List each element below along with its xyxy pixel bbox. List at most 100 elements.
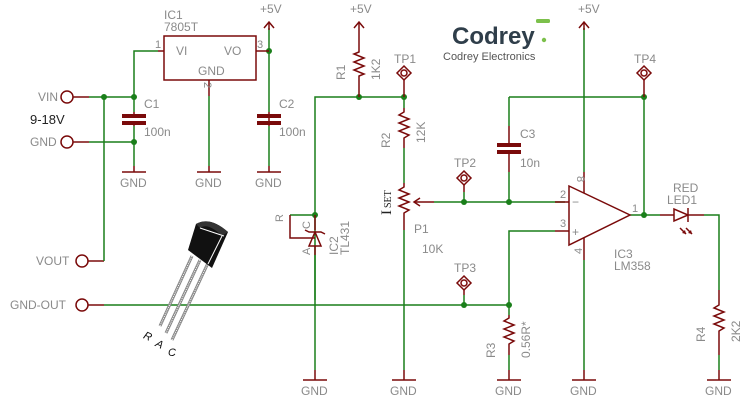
ic2-name: IC2: [327, 236, 341, 255]
junctions: [101, 48, 647, 308]
c3-value: 10n: [520, 156, 540, 170]
gnd-symbol: GND: [495, 370, 522, 398]
gnd-symbol: GND: [705, 370, 732, 398]
logo-tagline: Codrey Electronics: [443, 51, 536, 63]
c2-name: C2: [279, 97, 295, 111]
junction-dot: [506, 199, 512, 205]
r3-value: 0.56R*: [519, 321, 533, 358]
supply-5v-1: +5V: [260, 2, 282, 30]
ic1-pin3: 3: [257, 39, 263, 51]
gnd-label: GND: [301, 384, 328, 398]
supply-label: +5V: [578, 2, 600, 16]
gnd-terminal-icon: [60, 135, 74, 149]
gnd-label: GND: [390, 384, 417, 398]
ic1-pin1: 1: [155, 39, 161, 51]
junction-dot: [131, 94, 137, 100]
testpoint-tp2: TP2: [454, 156, 476, 192]
gnd-label: GND: [495, 384, 522, 398]
ic1-pin-vo: VO: [224, 44, 241, 58]
c1-value: 100n: [144, 125, 171, 139]
led1-name: LED1: [667, 193, 697, 207]
to92-pin-c: C: [168, 347, 176, 359]
junction-dot: [461, 199, 467, 205]
resistor-r4: R4 2K2: [694, 290, 743, 355]
to92-leads-icon: [158, 255, 210, 341]
capacitor-c1: C1 100n: [122, 97, 171, 139]
wire: [704, 214, 720, 290]
tp3-label: TP3: [454, 261, 476, 275]
gnd-out-label: GND-OUT: [10, 298, 67, 312]
ic3-minus: −: [572, 195, 579, 209]
testpoint-icon: [395, 64, 413, 82]
to92-body-icon: [188, 221, 228, 268]
gnd-symbol: GND: [195, 166, 222, 190]
gnd-label: GND: [570, 384, 597, 398]
ic3-opamp: 2 3 1 8 4 − + IC3 LM358: [555, 172, 651, 273]
tp1-label: TP1: [394, 52, 416, 66]
c3-name: C3: [520, 127, 536, 141]
ic1-regulator: IC1 7805T 1 3 2 VI VO GND: [155, 8, 269, 96]
testpoint-icon: [455, 169, 473, 187]
resistor-zigzag-icon: [396, 183, 412, 230]
gnd-out-terminal-icon: [75, 298, 89, 312]
r4-name: R4: [694, 326, 708, 342]
p1-value: 10K: [422, 242, 443, 256]
ic2-pin-c: C: [301, 221, 313, 229]
ic1-part: 7805T: [164, 20, 199, 34]
testpoint-tp4: TP4: [634, 52, 656, 97]
ic1-name: IC1: [164, 8, 183, 22]
ic1-pin-gnd: GND: [198, 64, 225, 78]
supply-5v-2: +5V: [350, 2, 372, 50]
wiper-arrow-icon: [412, 197, 421, 207]
capacitor-c3: C3 10n: [497, 126, 540, 172]
ic1-pin2: 2: [201, 82, 213, 88]
ic2-pin-r: R: [274, 214, 286, 222]
ic3-pin3: 3: [560, 218, 566, 230]
wire: [133, 50, 158, 97]
potentiometer-p1: P1 10K I SET: [379, 183, 443, 256]
testpoint-tp3: TP3: [454, 261, 476, 295]
ic2-part: TL431: [338, 221, 352, 255]
wires: [89, 28, 720, 370]
vout-label: VOUT: [36, 254, 70, 268]
gnd-symbol: GND: [301, 370, 328, 398]
capacitor-c2: C2 100n: [257, 97, 306, 139]
gnd-label: GND: [30, 135, 57, 149]
ic2-ref-lead: [289, 215, 315, 239]
gnd-label: GND: [255, 176, 282, 190]
gnd-label: GND: [705, 384, 732, 398]
connector-vin: VIN: [38, 90, 89, 104]
ic3-pin2: 2: [560, 189, 566, 201]
ic2-cathode-bar: [304, 229, 326, 235]
logo-dot: [541, 37, 547, 43]
gnd-symbol: GND: [255, 166, 282, 190]
iset-label-main: I: [379, 210, 395, 215]
to92-pin-r: R: [141, 330, 153, 344]
supply-5v-3: +5V: [578, 2, 600, 30]
logo-badge: [536, 19, 550, 23]
light-emission-icon: [679, 227, 693, 235]
r2-name: R2: [379, 132, 393, 148]
ic3-plus: +: [572, 225, 579, 239]
ic3-pin8: 8: [574, 176, 586, 182]
tp2-label: TP2: [454, 156, 476, 170]
vin-label: VIN: [38, 90, 58, 104]
input-range-label: 9-18V: [30, 112, 65, 127]
testpoint-tp1: TP1: [394, 52, 416, 97]
ic3-pin4: 4: [573, 248, 585, 254]
ic1-pin-vi: VI: [176, 44, 187, 58]
resistor-r2: R2 12K: [379, 108, 428, 148]
led1: RED LED1: [660, 181, 704, 235]
resistor-zigzag-icon: [351, 50, 367, 97]
c2-value: 100n: [279, 125, 306, 139]
gnd-symbol: GND: [120, 166, 147, 190]
c1-name: C1: [144, 97, 160, 111]
r1-name: R1: [334, 64, 348, 80]
gnd-symbol: GND: [570, 370, 597, 398]
resistor-r3: R3 0.56R*: [484, 315, 533, 358]
r1-value: 1K2: [369, 58, 383, 80]
resistor-zigzag-icon: [501, 315, 517, 355]
iset-label-sub: SET: [383, 190, 394, 208]
logo-brand: Codrey: [452, 23, 535, 50]
